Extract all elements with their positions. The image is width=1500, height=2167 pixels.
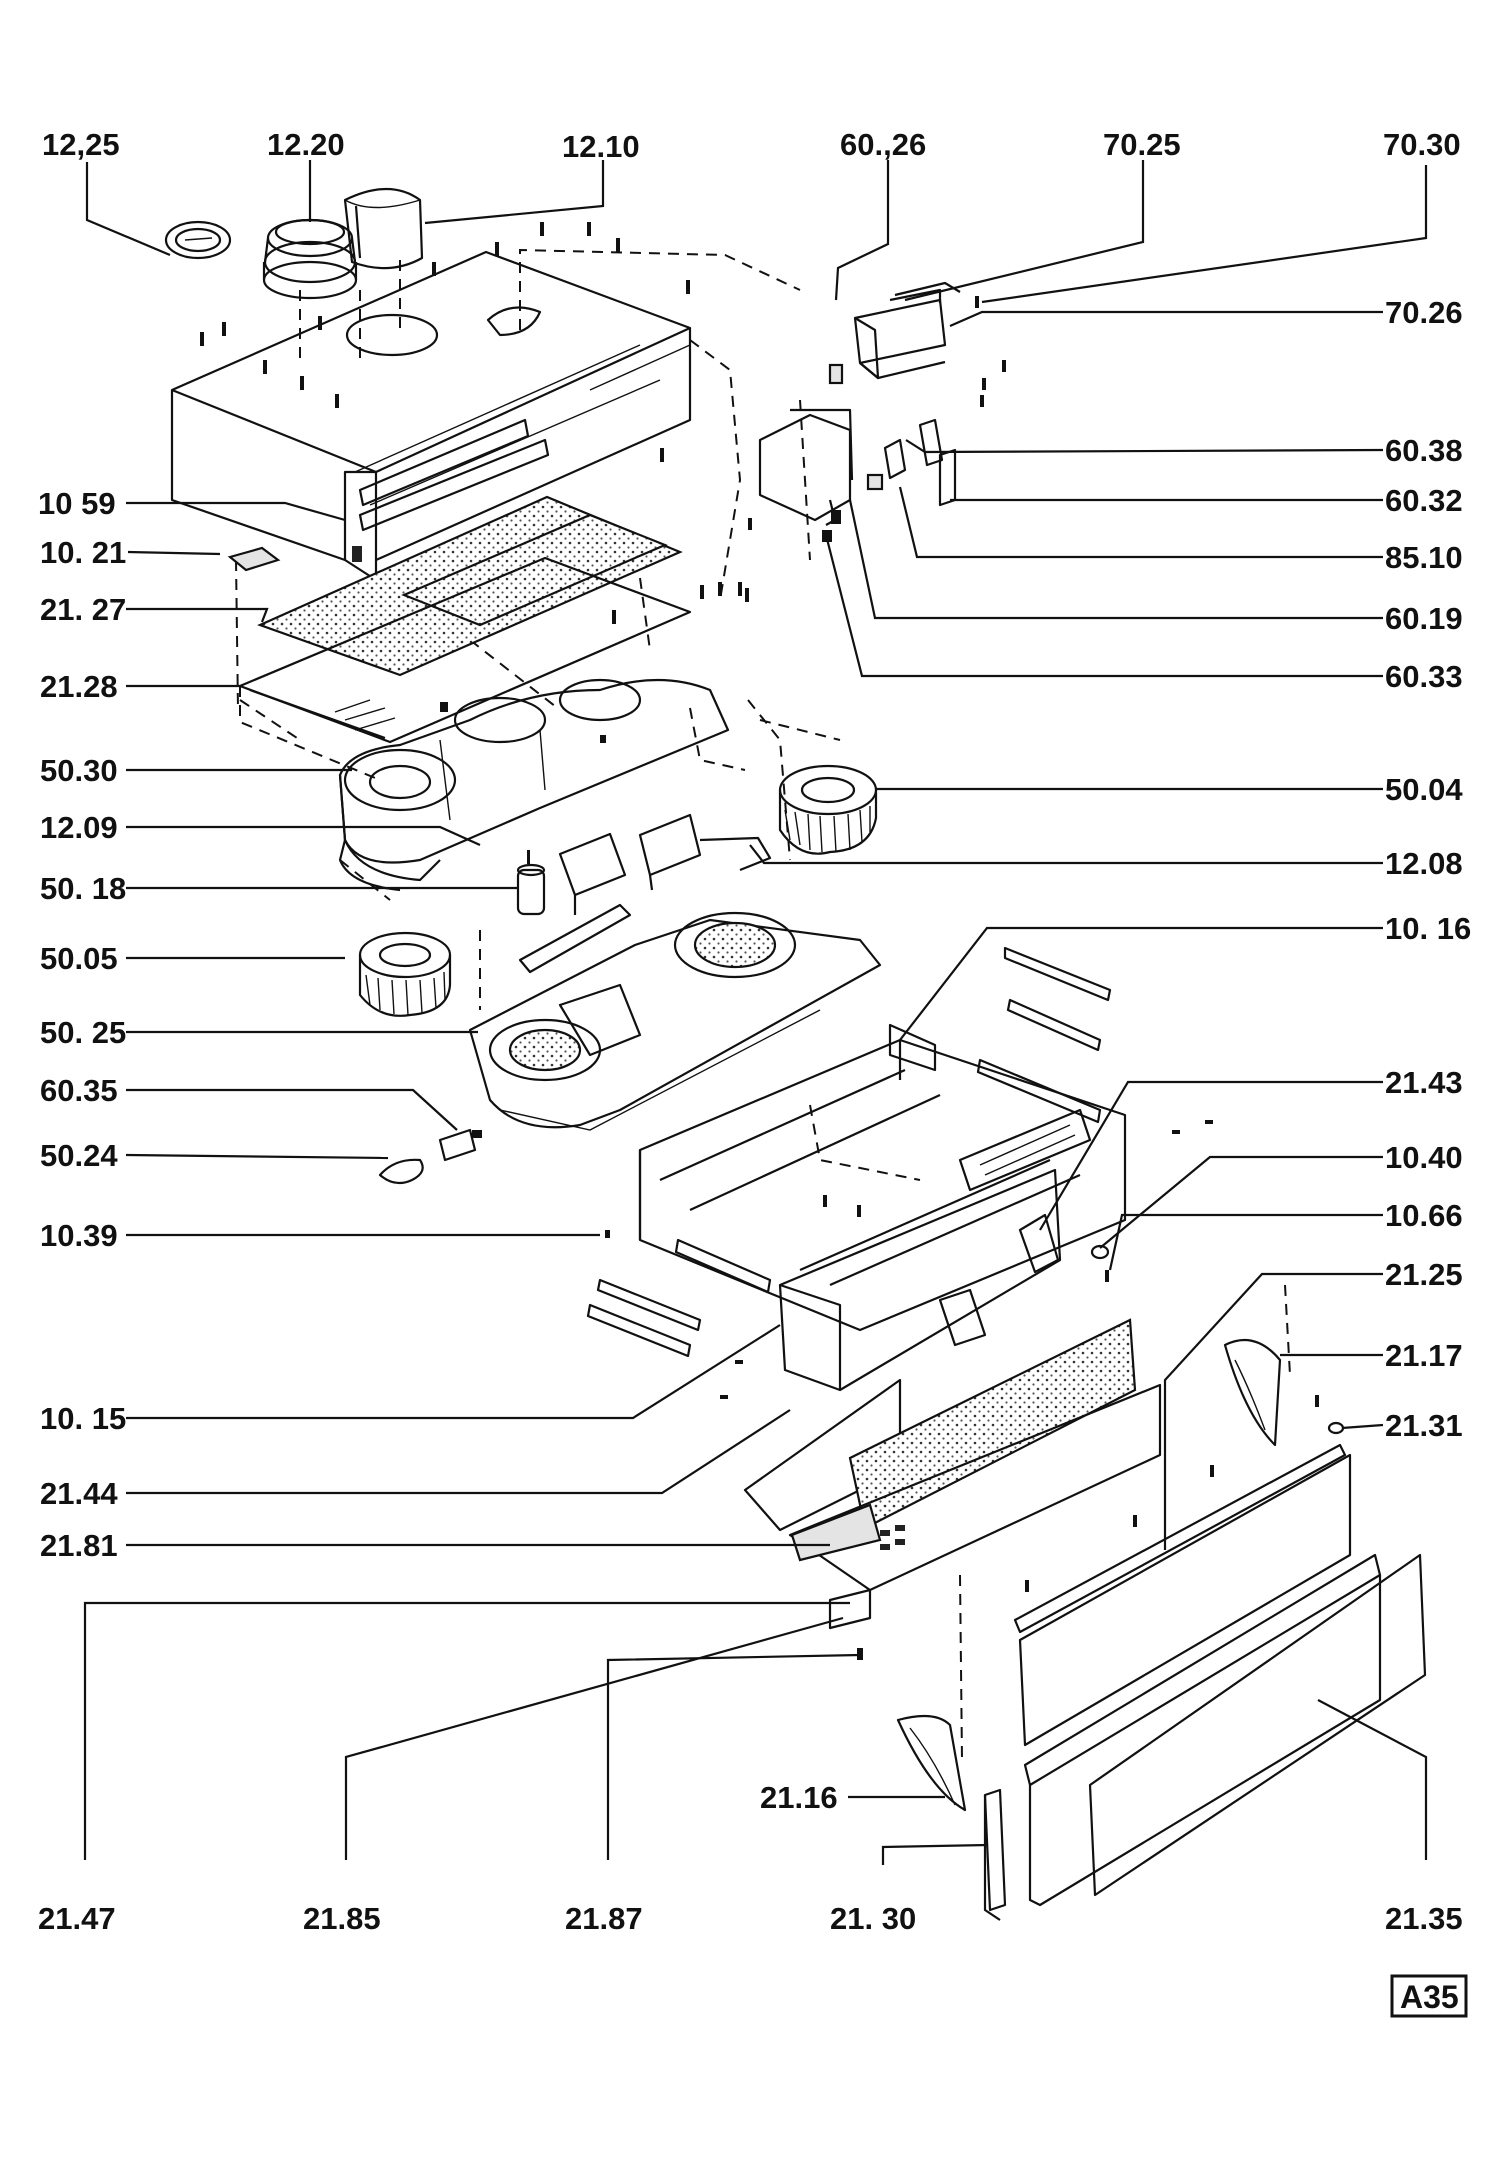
- part-label-60-26: 60.,26: [840, 127, 926, 162]
- part-label-50-04: 50.04: [1385, 772, 1463, 807]
- part-label-60-38: 60.38: [1385, 433, 1463, 468]
- duct-adapter-part: [262, 218, 358, 300]
- part-label-12-20: 12.20: [267, 127, 345, 162]
- part-label-21-17: 21.17: [1385, 1338, 1463, 1373]
- part-label-60-33: 60.33: [1385, 659, 1463, 694]
- flap-parts: [558, 813, 772, 915]
- part-label-50-24: 50.24: [40, 1138, 118, 1173]
- part-label-10-15: 10. 15: [40, 1401, 126, 1436]
- frame-chassis-part: [586, 946, 1213, 1358]
- part-label-21-43: 21.43: [1385, 1065, 1463, 1100]
- lamp-holder-part: [378, 1128, 482, 1185]
- duct-flap-part: [343, 187, 424, 270]
- part-label-60-19: 60.19: [1385, 601, 1463, 636]
- part-label-12-08: 12.08: [1385, 846, 1463, 881]
- part-label-10-66: 10.66: [1385, 1198, 1463, 1233]
- part-label-50-18: 50. 18: [40, 871, 126, 906]
- part-label-21-87: 21.87: [565, 1901, 643, 1936]
- leader-lines: [83, 160, 1428, 1865]
- part-label-85-10: 85.10: [1385, 540, 1463, 575]
- part-label-60-35: 60.35: [40, 1073, 118, 1108]
- part-label-21-44: 21.44: [40, 1476, 118, 1511]
- part-label-70-30: 70.30: [1383, 127, 1461, 162]
- part-label-21-31: 21.31: [1385, 1408, 1463, 1443]
- part-label-10-16: 10. 16: [1385, 911, 1471, 946]
- collar-ring-part: [164, 220, 232, 260]
- capacitor-part: [516, 850, 546, 916]
- part-label-21-25: 21.25: [1385, 1257, 1463, 1292]
- switch-bracket-part: [748, 363, 957, 542]
- grease-filter-part: [257, 495, 683, 677]
- part-label-70-26: 70.26: [1385, 295, 1463, 330]
- part-label-21-85: 21.85: [303, 1901, 381, 1936]
- top-screws: [200, 222, 749, 624]
- fan-wheel-left-part: [358, 931, 452, 1017]
- part-label-12-10: 12.10: [562, 129, 640, 164]
- part-label-21-35: 21.35: [1385, 1901, 1463, 1936]
- control-module-part: [853, 281, 1006, 407]
- figure-badge: A35: [1390, 1974, 1468, 2018]
- assembly-dashes: [235, 248, 1291, 1761]
- part-label-50-25: 50. 25: [40, 1015, 126, 1050]
- front-filter-panel-part: [743, 1318, 1162, 1660]
- part-label-50-05: 50.05: [40, 941, 118, 976]
- part-label-12-25: 12,25: [42, 127, 120, 162]
- part-label-21-30: 21. 30: [830, 1901, 916, 1936]
- part-label-10-40: 10.40: [1385, 1140, 1463, 1175]
- fan-wheel-right-part: [778, 764, 878, 855]
- filter-frame-part: [238, 556, 692, 781]
- part-label-21-81: 21.81: [40, 1528, 118, 1563]
- part-label-10-21: 10. 21: [40, 535, 126, 570]
- part-label-70-25: 70.25: [1103, 127, 1181, 162]
- side-cap-left-part: [896, 1714, 1007, 1921]
- motor-plate-part: [468, 903, 882, 1131]
- part-label-21-27: 21. 27: [40, 592, 126, 627]
- part-label-60-32: 60.32: [1385, 483, 1463, 518]
- figure-badge-label: A35: [1400, 1979, 1459, 2015]
- front-box-part: [720, 1168, 1062, 1399]
- front-panels-part: [1013, 1443, 1427, 1907]
- part-label-21-16: 21.16: [760, 1780, 838, 1815]
- part-number-labels: 12,25 12.20 12.10 60.,26 70.25 70.30 70.…: [38, 127, 1471, 1936]
- part-label-10-39: 10.39: [40, 1218, 118, 1253]
- part-label-12-09: 12.09: [40, 810, 118, 845]
- hood-exploded-drawing: [164, 187, 1427, 1921]
- part-label-21-28: 21.28: [40, 669, 118, 704]
- part-label-50-30: 50.30: [40, 753, 118, 788]
- top-housing-part: [170, 250, 692, 581]
- part-label-10-59: 10 59: [38, 486, 116, 521]
- clip-part: [227, 546, 281, 572]
- part-label-21-47: 21.47: [38, 1901, 116, 1936]
